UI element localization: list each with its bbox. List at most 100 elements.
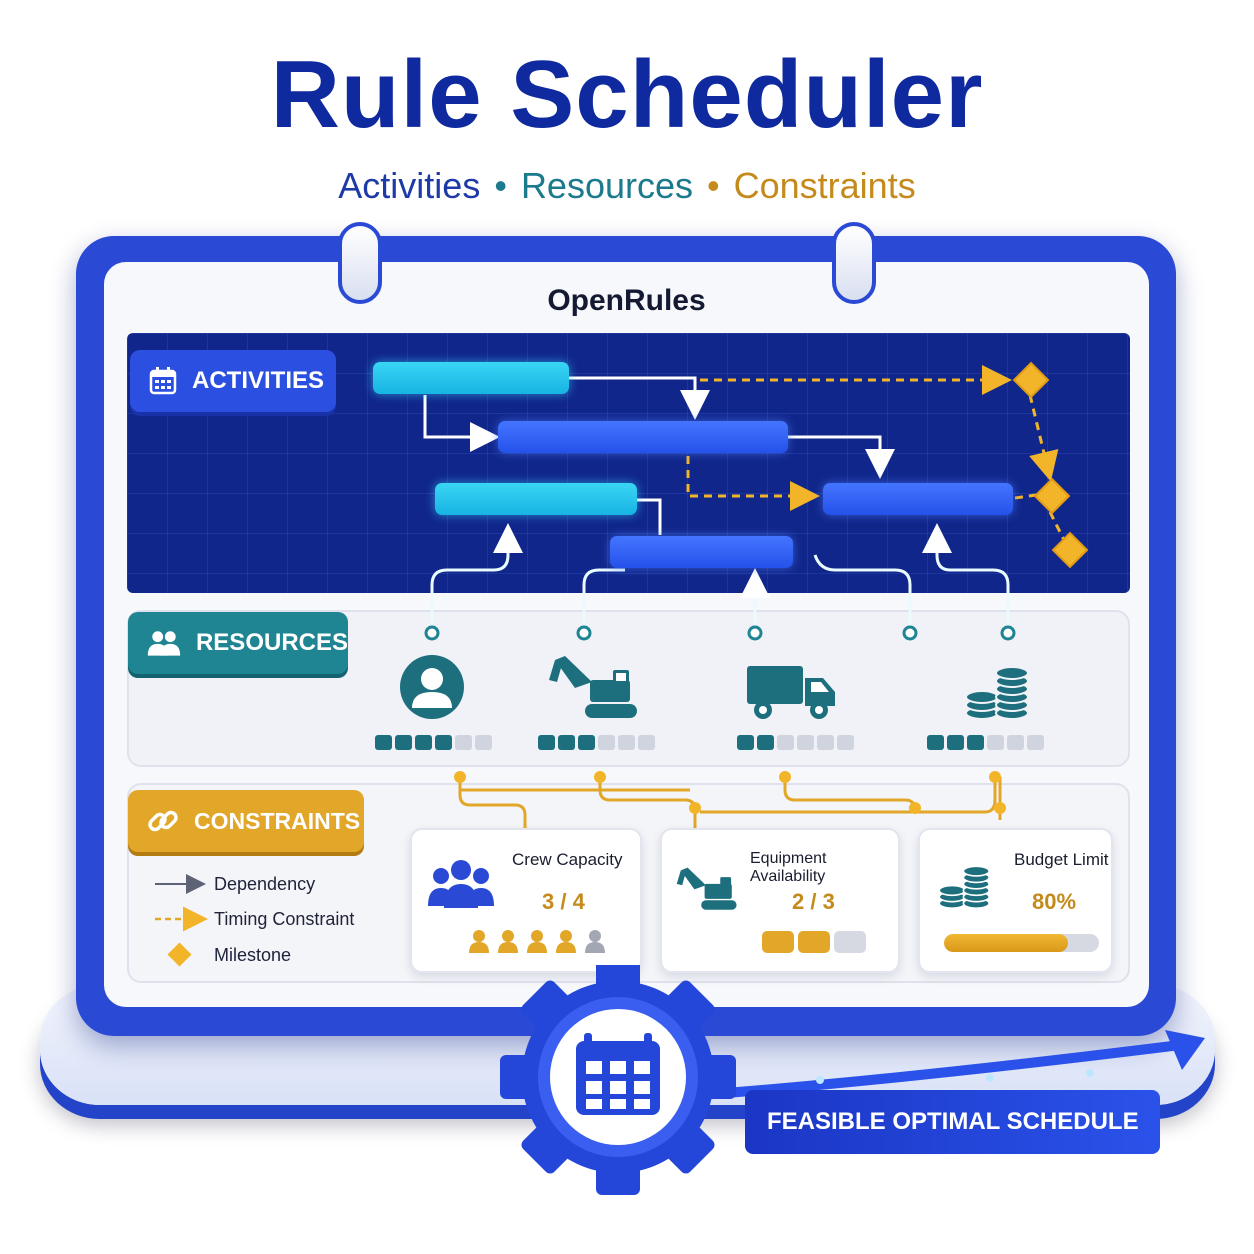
gear-calendar-icon[interactable]	[480, 965, 756, 1197]
activity-bar[interactable]	[498, 421, 788, 453]
coins-icon	[938, 865, 990, 909]
card-value: 80%	[1032, 889, 1077, 914]
meter-segment	[558, 735, 575, 750]
resource-link	[430, 523, 523, 625]
meter-segment	[777, 735, 794, 750]
feasible-schedule-banner: FEASIBLE OPTIMAL SCHEDULE	[745, 1090, 1160, 1154]
excavator-icon	[676, 867, 737, 910]
resource-link	[813, 554, 912, 625]
milestones	[1012, 361, 1089, 569]
resources-label: RESOURCES	[195, 629, 348, 656]
activity-bar[interactable]	[610, 536, 793, 568]
meter-segment	[967, 735, 984, 750]
binder-ring-right	[832, 222, 876, 304]
meter-segment	[375, 735, 392, 750]
person-icon	[556, 930, 576, 953]
activity-bar[interactable]	[373, 362, 569, 394]
equipment-slot	[798, 931, 830, 953]
dependency-arrow	[636, 498, 662, 535]
link-icon	[148, 810, 178, 832]
meter-segment	[475, 735, 492, 750]
card-title: Budget Limit	[1014, 850, 1109, 869]
timing-arrow	[686, 456, 820, 511]
resource-link	[582, 568, 625, 625]
dependency-arrows	[423, 376, 895, 535]
meter-segment	[737, 735, 754, 750]
equipment-slot	[834, 931, 866, 953]
meter-segment	[1007, 735, 1024, 750]
meter-segment	[817, 735, 834, 750]
meter-segment	[618, 735, 635, 750]
dependency-arrow	[788, 435, 895, 479]
constraint-links	[458, 777, 1002, 830]
meter-segment	[947, 735, 964, 750]
activities-section-button[interactable]: ACTIVITIES	[130, 350, 336, 412]
equipment-usage-slots	[762, 931, 866, 953]
activity-bar[interactable]	[823, 483, 1013, 515]
legend-dependency: Dependency	[214, 874, 316, 894]
legend-milestone-diamond	[167, 942, 192, 967]
milestone-diamond	[1012, 361, 1050, 399]
dependency-arrow	[568, 376, 710, 420]
meter-segment	[987, 735, 1004, 750]
meter-segment	[927, 735, 944, 750]
resource-meter	[737, 735, 854, 750]
resource-links	[430, 523, 1010, 625]
brand-label: OpenRules	[547, 284, 706, 317]
equipment-slot	[762, 931, 794, 953]
timing-constraints	[686, 365, 1066, 541]
subtitle-separator: •	[494, 165, 507, 206]
constraints-section-button[interactable]: CONSTRAINTS	[128, 790, 364, 852]
banner-text: FEASIBLE OPTIMAL SCHEDULE	[767, 1108, 1139, 1135]
crew-icon	[428, 860, 494, 908]
crew-usage-icons	[468, 929, 606, 953]
activities-label: ACTIVITIES	[192, 367, 325, 394]
binder-ring-left	[338, 222, 382, 304]
budget-progress-track	[944, 934, 1099, 952]
meter-segment	[598, 735, 615, 750]
legend-timing-constraint: Timing Constraint	[214, 909, 355, 929]
legend-milestone: Milestone	[214, 945, 292, 965]
budget-progress-fill	[944, 934, 1068, 952]
constraints-label: CONSTRAINTS	[194, 807, 361, 834]
meter-segment	[837, 735, 854, 750]
page-title: Rule Scheduler	[270, 41, 984, 148]
resource-meter	[375, 735, 492, 750]
truck-icon	[747, 666, 835, 719]
budget-limit-card[interactable]: Budget Limit 80%	[918, 828, 1113, 973]
meter-segment	[435, 735, 452, 750]
meter-segment	[757, 735, 774, 750]
meter-segment	[395, 735, 412, 750]
meter-segment	[638, 735, 655, 750]
person-icon	[585, 930, 605, 953]
excavator-icon	[549, 656, 637, 718]
resource-meter	[927, 735, 1044, 750]
resource-link	[922, 523, 1010, 625]
resource-link-nodes	[424, 625, 1016, 641]
subtitle-separator: •	[707, 165, 720, 206]
crew-capacity-card[interactable]: Crew Capacity 3 / 4	[410, 828, 642, 973]
worker-icon	[400, 655, 464, 719]
page-subtitle: Activities•Resources•Constraints	[0, 165, 1254, 207]
resource-meter	[538, 735, 655, 750]
activity-bar[interactable]	[435, 483, 637, 515]
constraint-link-nodes	[454, 771, 1006, 837]
coins-icon	[965, 666, 1029, 720]
timing-arrow	[1028, 394, 1059, 482]
meter-segment	[1027, 735, 1044, 750]
person-icon	[469, 930, 489, 953]
calendar-icon	[149, 367, 177, 395]
subtitle-activities: Activities	[338, 165, 481, 206]
meter-segment	[578, 735, 595, 750]
card-title: Crew Capacity	[512, 850, 623, 869]
card-value: 2 / 3	[792, 889, 835, 914]
milestone-diamond	[1033, 477, 1071, 515]
person-icon	[527, 930, 547, 953]
resources-section-button[interactable]: RESOURCES	[128, 612, 348, 674]
person-icon	[498, 930, 518, 953]
meter-segment	[538, 735, 555, 750]
equipment-availability-card[interactable]: Equipment Availability 2 / 3	[660, 828, 900, 973]
meter-segment	[455, 735, 472, 750]
card-value: 3 / 4	[542, 889, 585, 914]
timing-arrow	[1014, 493, 1037, 500]
